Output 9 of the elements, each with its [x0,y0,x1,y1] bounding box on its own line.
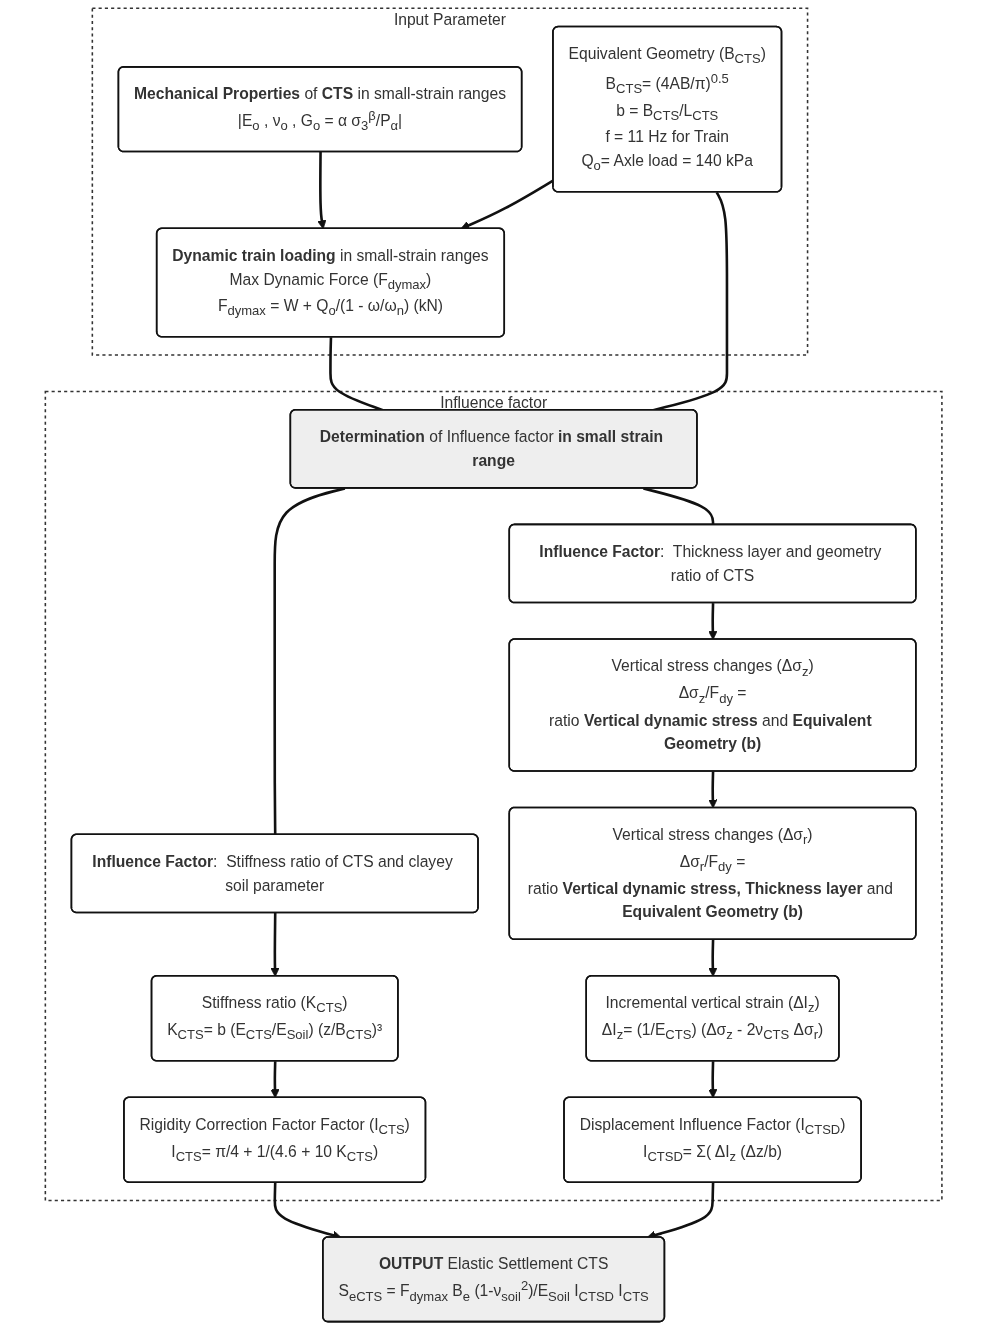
arrow [270,912,280,977]
arrow [708,1061,718,1099]
arrow [317,152,327,230]
arrow [708,603,718,640]
connector [273,487,346,835]
arrow [270,1061,280,1099]
connector [643,487,715,525]
arrow [708,771,718,809]
arrow [708,939,718,977]
